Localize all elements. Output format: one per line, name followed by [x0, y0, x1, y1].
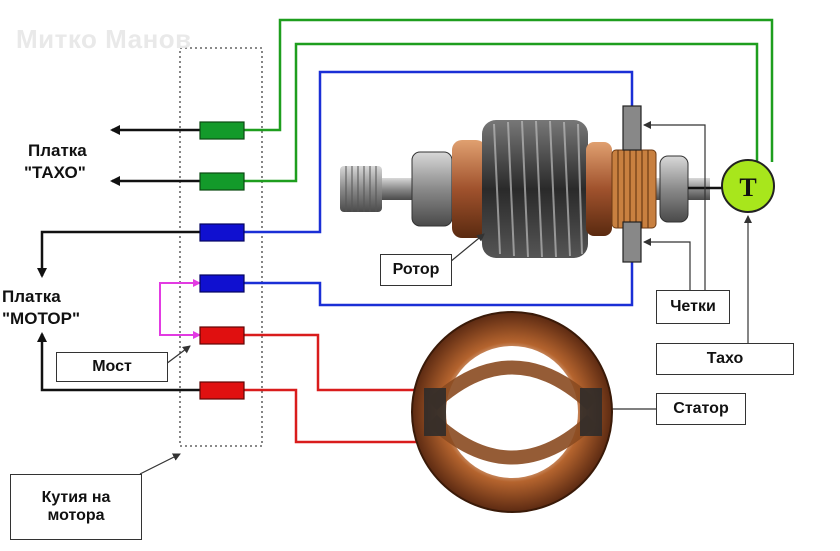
stator-label-box: Статор — [656, 393, 746, 425]
motor-box-pointer — [139, 453, 181, 475]
green-wire-1 — [244, 18, 774, 162]
connector-green-1 — [199, 121, 245, 140]
rotor-illustration — [340, 120, 710, 258]
taxo-board-label-line2: "ТАХО" — [24, 163, 86, 182]
arrow-to-motor-board-1 — [37, 230, 200, 278]
tacho-sensor-icon — [721, 159, 775, 213]
brush-pointer-bottom — [643, 238, 691, 300]
brushes-label-box: Четки — [656, 290, 730, 324]
brush-pointer-top — [643, 121, 706, 300]
connector-red-1 — [199, 326, 245, 345]
rotor-shaft-thread — [340, 166, 382, 212]
motor-box-label-line1: Кутия на — [41, 489, 111, 506]
motor-box-label-box: Кутия на мотора — [10, 474, 142, 540]
red-wire-2 — [244, 388, 430, 444]
brush-top — [622, 105, 642, 151]
connector-green-2 — [199, 172, 245, 191]
bridge-wire — [159, 282, 200, 336]
brush-bottom — [622, 221, 642, 263]
blue-wire-1 — [244, 70, 634, 234]
connector-blue-2 — [199, 274, 245, 293]
taxo-board-label-line1: Платка — [28, 141, 87, 160]
motor-board-label-line1: Платка — [2, 287, 61, 306]
arrow-to-motor-board-2 — [37, 332, 200, 392]
tacho-symbol: T — [739, 173, 756, 202]
rotor-pointer — [449, 233, 485, 263]
rotor-right-bearing — [659, 155, 689, 223]
green-wire-2 — [244, 42, 759, 183]
motor-board-label-line2: "МОТОР" — [2, 309, 81, 328]
blue-wire-2 — [244, 262, 634, 307]
connector-red-2 — [199, 381, 245, 400]
motor-terminal-box — [179, 47, 263, 447]
stator-illustration — [411, 311, 613, 513]
connector-group — [199, 121, 245, 400]
bridge-label-box: Мост — [56, 352, 168, 382]
taxo-label-box: Тахо — [656, 343, 794, 375]
motor-box-label-line2: мотора — [47, 507, 105, 524]
connector-blue-1 — [199, 223, 245, 242]
bridge-pointer — [165, 345, 191, 365]
rotor-right-winding — [586, 142, 612, 236]
watermark-text: Митко Манов — [16, 24, 192, 54]
red-wire-1 — [244, 333, 430, 392]
rotor-label-box: Ротор — [380, 254, 452, 286]
rotor-left-winding — [452, 140, 486, 238]
rotor-left-bearing — [411, 151, 453, 227]
